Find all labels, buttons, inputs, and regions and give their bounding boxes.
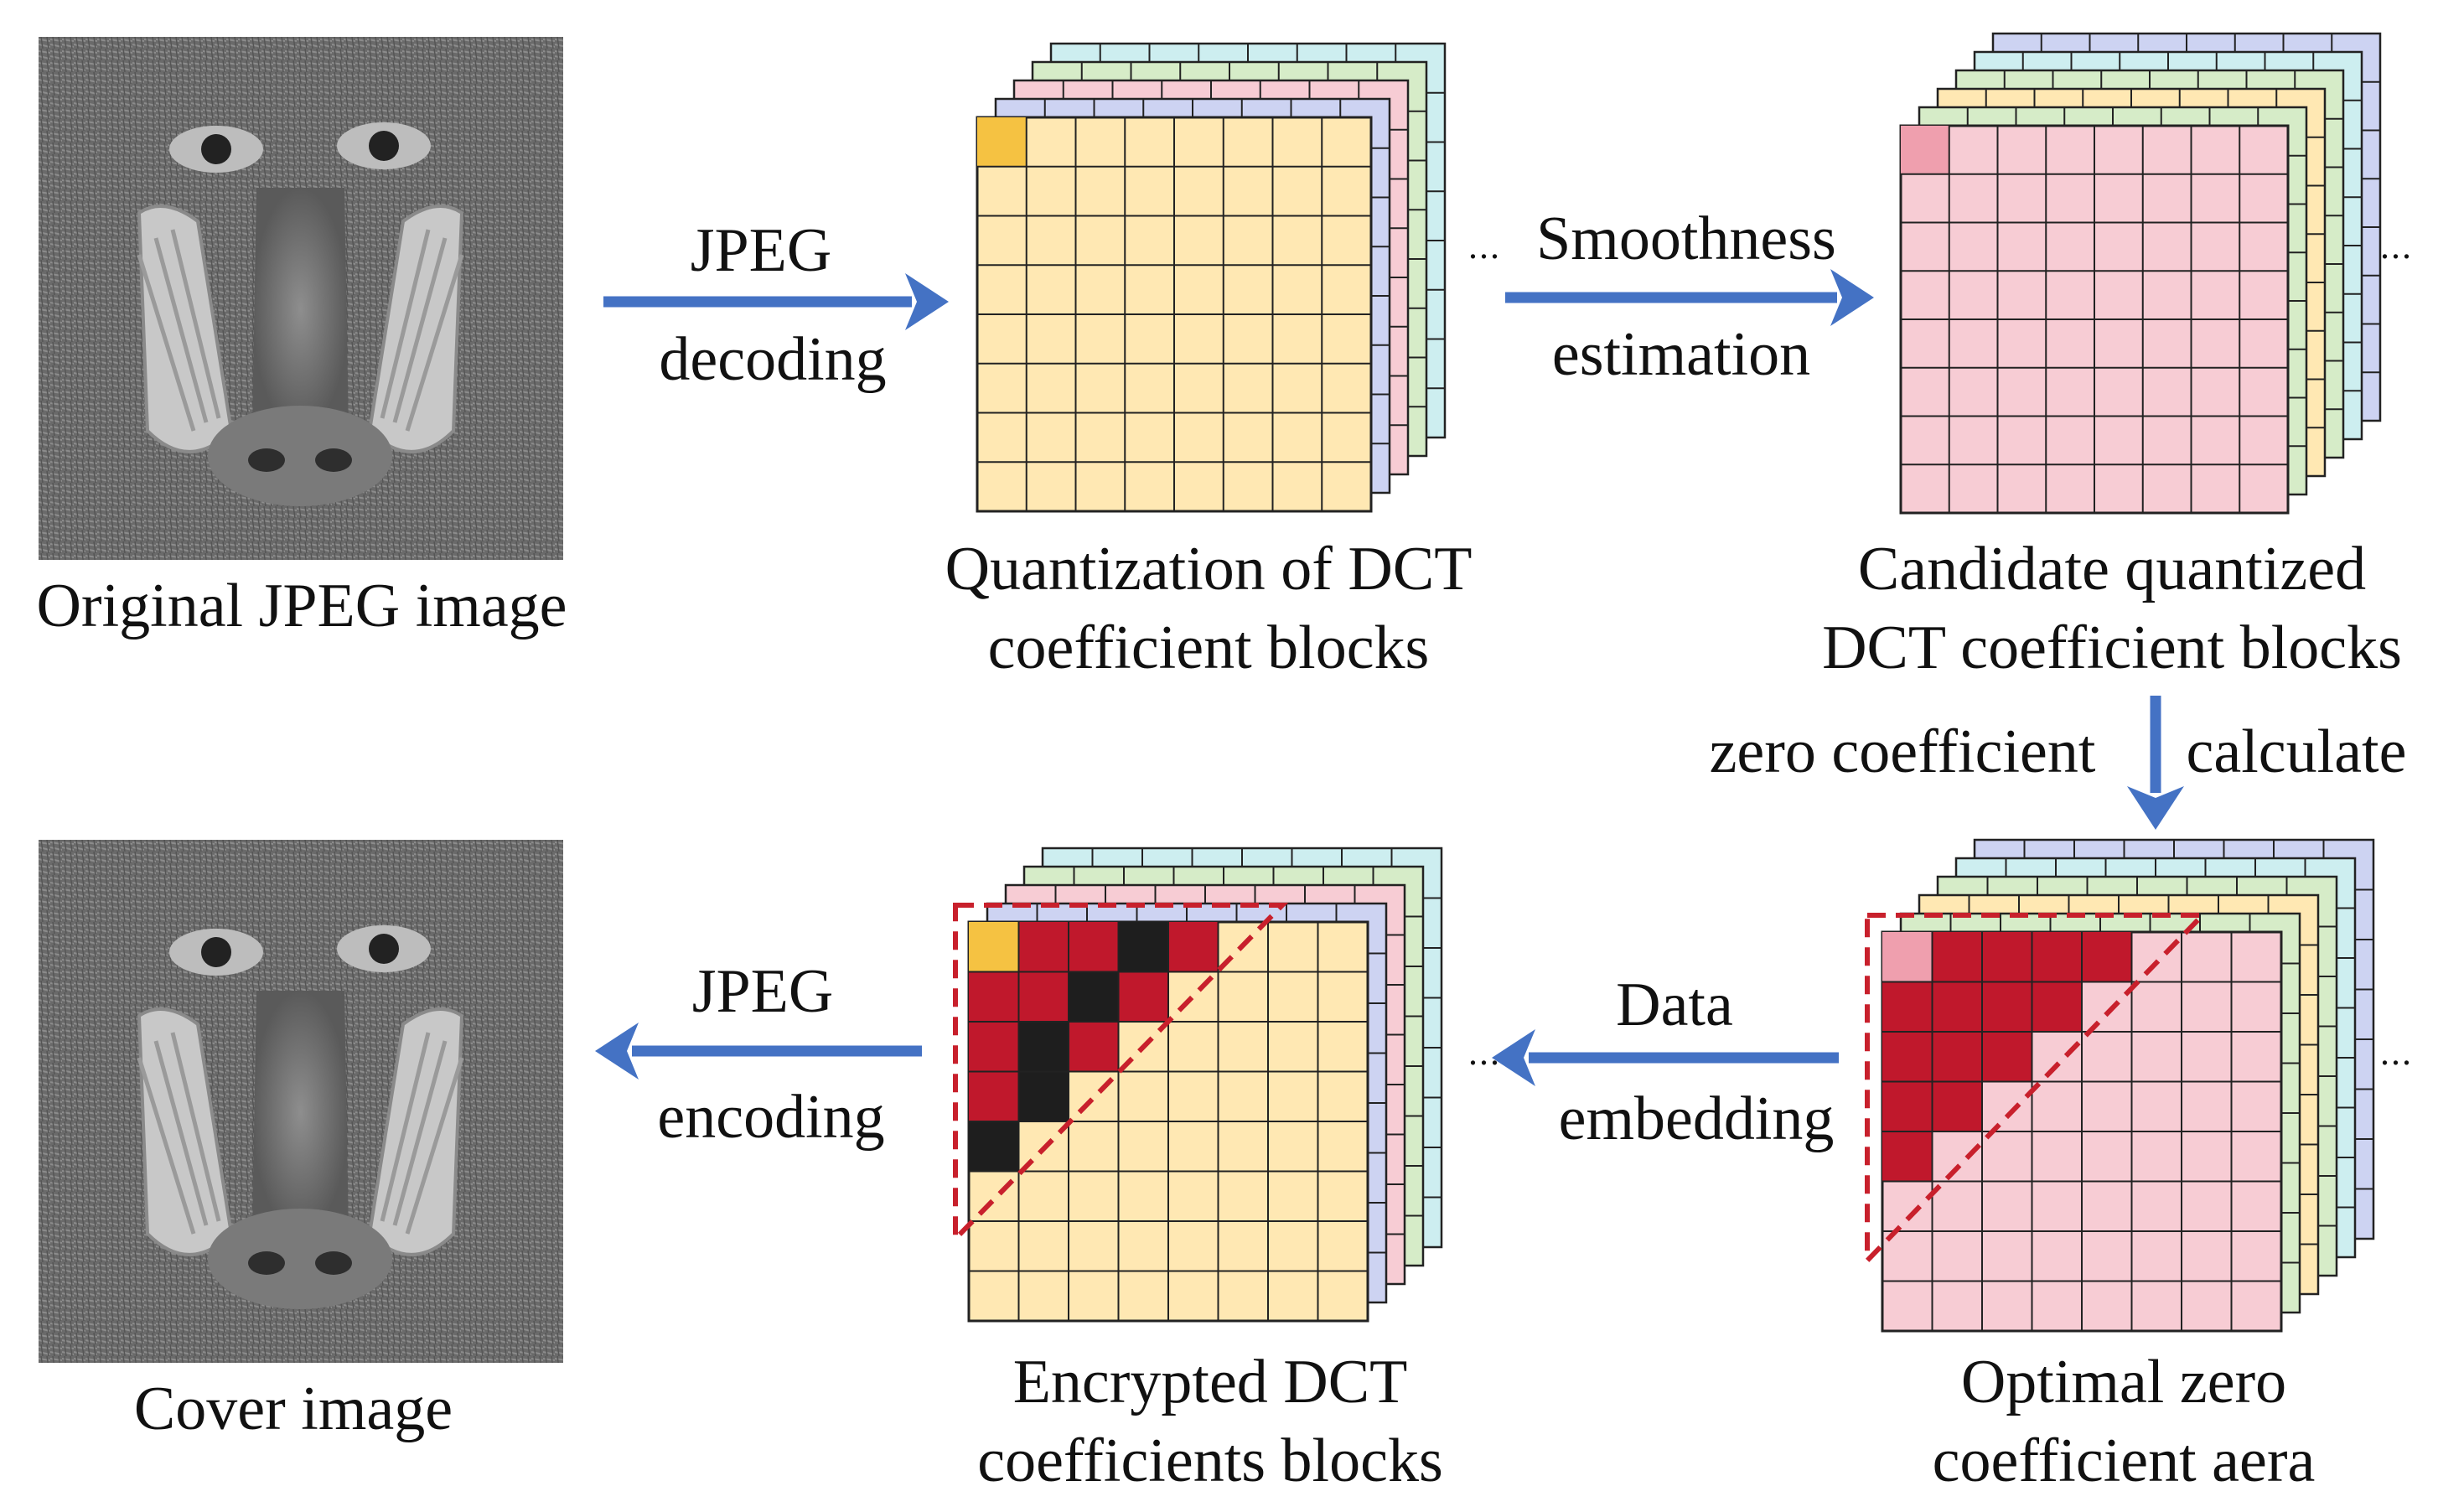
optimal-dashed-triangle — [1865, 913, 2209, 1267]
optimal-block-cell — [1932, 932, 1982, 982]
candidate-caption-2: DCT coefficient blocks — [1822, 614, 2402, 682]
encrypted-block-cell — [1018, 971, 1069, 1022]
arrow-smoothness-estimation-head — [1830, 269, 1874, 326]
optimal-block-cell — [1882, 1081, 1933, 1131]
original-jpeg-image — [39, 37, 563, 560]
quantization-caption-2: coefficient blocks — [987, 614, 1430, 682]
zero-coefficient-label: zero coefficient — [1709, 717, 2096, 786]
optimal-block-cell — [1882, 981, 1933, 1032]
arrow-data-embedding-head — [1492, 1029, 1535, 1086]
encrypted-caption-1: Encrypted DCT — [1012, 1348, 1408, 1416]
encrypted-block-cell — [1018, 1022, 1069, 1072]
arrow-jpeg-decoding-head — [905, 273, 949, 330]
optimal-block-cell — [1932, 981, 1982, 1032]
encrypted-block-cell — [1118, 922, 1168, 972]
smoothness-estimation-label-1: Smoothness — [1536, 205, 1836, 273]
optimal-block-cell — [1932, 1081, 1982, 1131]
optimal-block-cell — [2032, 981, 2082, 1032]
optimal-block-cell — [1982, 1032, 2032, 1082]
optimal-block-cell — [1982, 932, 2032, 982]
arrow-smoothness-estimation — [1505, 269, 1874, 326]
cover-image-caption: Cover image — [133, 1375, 453, 1443]
ellipsis-encrypted: ... — [1468, 1032, 1501, 1073]
optimal-caption-2: coefficient aera — [1932, 1427, 2316, 1495]
optimal-caption-1: Optimal zero — [1960, 1348, 2287, 1416]
arrow-jpeg-encoding-head — [595, 1023, 639, 1080]
data-embedding-label-2: embedding — [1558, 1085, 1835, 1153]
ellipsis-quant: ... — [1468, 225, 1501, 267]
ellipsis-optimal: ... — [2380, 1032, 2413, 1073]
optimal-block-cell — [1982, 981, 2032, 1032]
encrypted-block-cell — [1018, 922, 1069, 972]
arrow-zero-coefficient — [2127, 696, 2184, 830]
jpeg-encoding-label-2: encoding — [657, 1083, 885, 1152]
encrypted-block-cell — [969, 971, 1019, 1022]
quantization-block-cell — [977, 117, 1027, 167]
encrypted-block-cell — [969, 1121, 1019, 1172]
encrypted-block-cell — [969, 922, 1019, 972]
original-image-caption: Original JPEG image — [36, 572, 567, 640]
cover-image — [39, 840, 563, 1363]
encrypted-block-cell — [1168, 922, 1219, 972]
arrow-jpeg-encoding — [595, 1023, 922, 1080]
encrypted-block-cell — [1069, 971, 1119, 1022]
smoothness-estimation-label-2: estimation — [1551, 320, 1811, 389]
optimal-block-cell — [1882, 932, 1933, 982]
ellipsis-candidate: ... — [2380, 225, 2413, 267]
candidate-caption-1: Candidate quantized — [1857, 535, 2367, 603]
encrypted-block-cell — [969, 1071, 1019, 1121]
encrypted-block-cell — [1118, 971, 1168, 1022]
optimal-block-cell — [2082, 932, 2132, 982]
encrypted-caption-2: coefficients blocks — [977, 1427, 1443, 1495]
arrow-zero-coefficient-head — [2127, 786, 2184, 830]
quantization-caption-1: Quantization of DCT — [945, 535, 1473, 603]
optimal-block-cell — [1882, 1032, 1933, 1082]
candidate-block-cell — [1901, 126, 1949, 174]
jpeg-decoding-label-1: JPEG — [690, 216, 832, 285]
encrypted-block-cell — [969, 1022, 1019, 1072]
encrypted-block-cell — [1069, 1022, 1119, 1072]
optimal-block-cell — [1882, 1131, 1933, 1182]
optimal-block-cell — [1932, 1032, 1982, 1082]
data-embedding-label-1: Data — [1616, 971, 1733, 1039]
calculate-label: calculate — [2186, 717, 2407, 786]
encrypted-block-cell — [1069, 922, 1119, 972]
arrow-data-embedding — [1492, 1029, 1839, 1086]
jpeg-encoding-label-1: JPEG — [691, 957, 834, 1026]
arrow-jpeg-decoding — [603, 273, 949, 330]
optimal-block-cell — [2032, 932, 2082, 982]
encrypted-block-cell — [1018, 1071, 1069, 1121]
jpeg-decoding-label-2: decoding — [659, 325, 887, 394]
